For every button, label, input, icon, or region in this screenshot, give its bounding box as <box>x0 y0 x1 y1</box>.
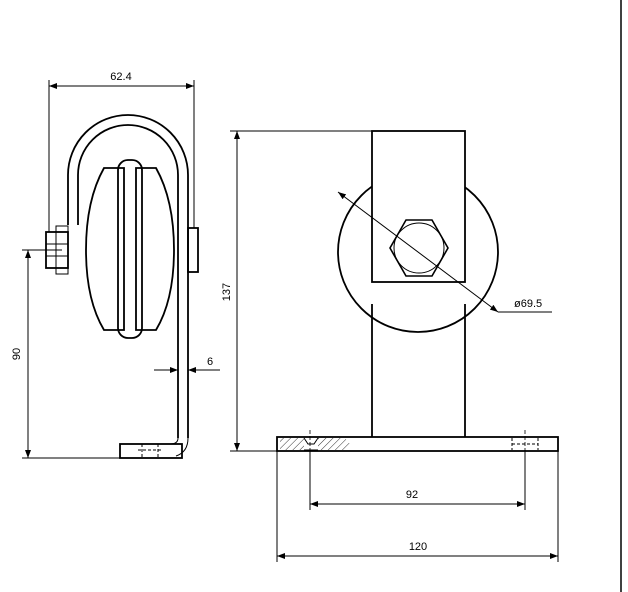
dim-diameter-69-5: ø69.5 <box>337 191 552 313</box>
dim-label-6: 6 <box>207 356 213 368</box>
dim-height-90: 90 <box>11 249 120 459</box>
dim-thickness-6: 6 <box>154 356 220 373</box>
hanger-strap <box>67 114 189 457</box>
dim-label-120: 120 <box>409 541 427 553</box>
axle-bolt <box>45 225 199 275</box>
dim-hole-spacing-92: 92 <box>309 450 526 510</box>
base-plate-front <box>276 430 559 456</box>
dim-height-137: 137 <box>221 130 372 452</box>
front-view: 137 ø69.5 92 120 <box>221 130 559 562</box>
dim-base-width-120: 120 <box>276 451 559 562</box>
side-view: 62.4 90 6 <box>11 71 220 459</box>
wheel-profile <box>85 159 175 339</box>
dim-label-diameter: ø69.5 <box>514 298 542 310</box>
dim-label-62-4: 62.4 <box>110 71 131 83</box>
dim-label-137: 137 <box>221 283 233 301</box>
dim-label-90: 90 <box>11 348 23 360</box>
dim-width-62-4: 62.4 <box>48 71 195 232</box>
base-plate-side <box>119 443 183 459</box>
dim-label-92: 92 <box>406 489 418 501</box>
